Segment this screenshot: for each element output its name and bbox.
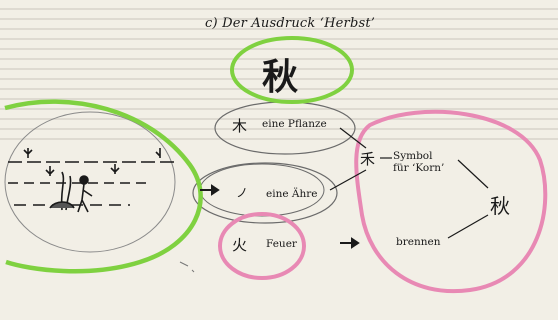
pencil-circle-ear xyxy=(192,162,338,224)
pink-circle-fire xyxy=(218,212,306,280)
label-plant: eine Pflanze xyxy=(262,118,327,130)
autumn-character: 秋 xyxy=(262,57,299,98)
figure-caption: c) Der Ausdruck ‘Herbst’ xyxy=(205,16,376,31)
label-symbol: Symbol für ‘Korn’ xyxy=(393,150,444,174)
label-symbol-line2: für ‘Korn’ xyxy=(393,162,445,174)
green-arc-left xyxy=(4,99,203,274)
field-pictograph xyxy=(8,148,175,213)
pink-circle-right xyxy=(354,109,548,294)
label-fire: Feuer xyxy=(266,238,297,250)
grain-character: 禾 xyxy=(360,150,376,168)
line-burn-to-autumn xyxy=(447,214,489,239)
tree-character: 木 xyxy=(232,117,248,135)
green-circle-top xyxy=(230,36,354,104)
label-symbol-line1: Symbol xyxy=(393,150,433,162)
line-ear-to-grain xyxy=(329,169,367,191)
label-ear: eine Ähre xyxy=(266,188,318,200)
fire-character: 火 xyxy=(232,236,248,254)
stroke-character: ノ xyxy=(236,186,249,200)
pencil-scribble xyxy=(179,261,195,273)
line-symbol-to-autumn xyxy=(457,159,489,189)
autumn-character-small: 秋 xyxy=(490,194,510,218)
line-plant-to-grain xyxy=(339,127,367,149)
arrow-fire-to-burn xyxy=(340,237,360,249)
label-burn: brennen xyxy=(396,236,441,248)
pencil-circle-left xyxy=(4,111,176,253)
arrow-left-to-ear xyxy=(200,184,220,196)
